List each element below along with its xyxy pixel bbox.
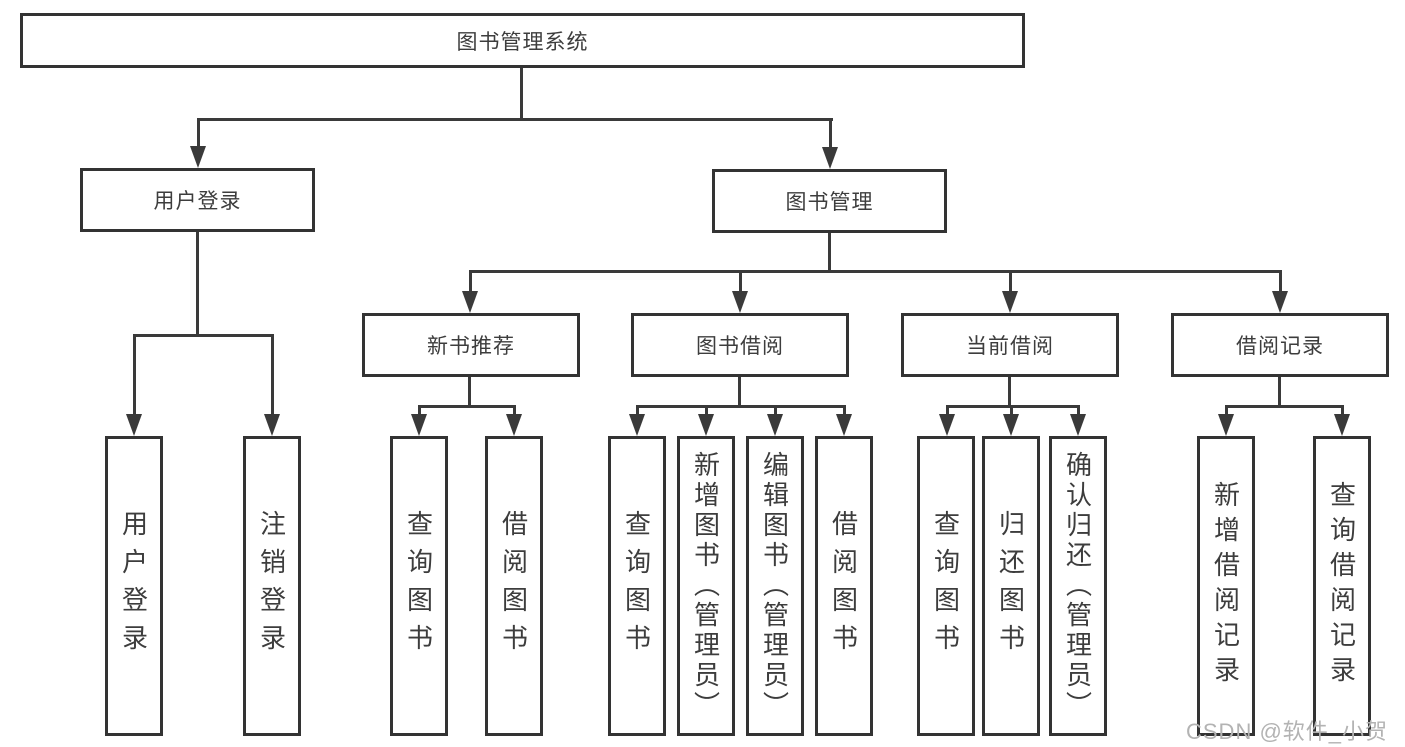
connector-arrow-stem <box>705 405 708 416</box>
connector-arrow-stem <box>1009 270 1012 293</box>
leaf-label: 新增图书（管理员） <box>690 451 721 721</box>
node-label: 图书管理系统 <box>456 30 589 54</box>
connector-arrow-stem <box>197 118 200 148</box>
connector-arrow-stem <box>1077 405 1080 416</box>
connector-arrow-stem <box>774 405 777 416</box>
leaf-return-book: 归还图书 <box>982 436 1040 736</box>
leaf-label: 用户登录 <box>118 510 149 662</box>
connector-arrow-stem <box>133 334 136 416</box>
leaf-borrow-book: 借阅图书 <box>815 436 873 736</box>
leaf-query-book-borrow: 查询图书 <box>608 436 666 736</box>
node-label: 新书推荐 <box>427 335 515 358</box>
connector-line-horizontal <box>133 334 274 337</box>
leaf-label: 归还图书 <box>995 510 1026 662</box>
connector-line-vertical <box>1008 377 1011 407</box>
node-borrow-records: 借阅记录 <box>1171 313 1389 377</box>
leaf-label: 借阅图书 <box>498 510 529 662</box>
arrowhead-down-icon <box>732 291 748 313</box>
arrowhead-down-icon <box>1003 414 1019 436</box>
leaf-logout: 注销登录 <box>243 436 301 736</box>
connector-line-vertical <box>468 377 471 407</box>
leaf-query-book-current: 查询图书 <box>917 436 975 736</box>
connector-line-horizontal <box>946 405 1080 408</box>
leaf-confirm-return-admin: 确认归还（管理员） <box>1049 436 1107 736</box>
connector-arrow-stem <box>1225 405 1228 416</box>
leaf-query-book-rec: 查询图书 <box>390 436 448 736</box>
connector-line-vertical <box>520 68 523 119</box>
arrowhead-down-icon <box>462 291 478 313</box>
arrowhead-down-icon <box>1218 414 1234 436</box>
leaf-label: 注销登录 <box>256 510 287 662</box>
arrowhead-down-icon <box>1002 291 1018 313</box>
connector-line-vertical <box>738 377 741 407</box>
leaf-add-book-admin: 新增图书（管理员） <box>677 436 735 736</box>
connector-arrow-stem <box>829 118 832 149</box>
arrowhead-down-icon <box>506 414 522 436</box>
node-new-book-recommend: 新书推荐 <box>362 313 580 377</box>
leaf-label: 借阅图书 <box>828 510 859 662</box>
node-book-borrowing: 图书借阅 <box>631 313 849 377</box>
node-user-login: 用户登录 <box>80 168 315 232</box>
leaf-query-borrow-record: 查询借阅记录 <box>1313 436 1371 736</box>
leaf-edit-book-admin: 编辑图书（管理员） <box>746 436 804 736</box>
leaf-label: 查询图书 <box>930 510 961 662</box>
leaf-label: 查询借阅记录 <box>1326 481 1357 691</box>
arrowhead-down-icon <box>190 146 206 168</box>
connector-line-horizontal <box>469 270 1282 273</box>
arrowhead-down-icon <box>767 414 783 436</box>
node-current-borrowing: 当前借阅 <box>901 313 1119 377</box>
arrowhead-down-icon <box>126 414 142 436</box>
connector-arrow-stem <box>636 405 639 416</box>
connector-arrow-stem <box>946 405 949 416</box>
connector-line-horizontal <box>636 405 846 408</box>
leaf-label: 编辑图书（管理员） <box>759 451 790 721</box>
connector-arrow-stem <box>1010 405 1013 416</box>
leaf-label: 确认归还（管理员） <box>1062 451 1093 721</box>
arrowhead-down-icon <box>822 147 838 169</box>
node-book-management: 图书管理 <box>712 169 947 233</box>
connector-line-horizontal <box>418 405 516 408</box>
arrowhead-down-icon <box>411 414 427 436</box>
leaf-borrow-book-rec: 借阅图书 <box>485 436 543 736</box>
connector-arrow-stem <box>843 405 846 416</box>
arrowhead-down-icon <box>1334 414 1350 436</box>
connector-arrow-stem <box>418 405 421 416</box>
node-label: 图书管理 <box>785 191 874 214</box>
leaf-label: 查询图书 <box>621 510 652 662</box>
arrowhead-down-icon <box>939 414 955 436</box>
leaf-user-login: 用户登录 <box>105 436 163 736</box>
node-label: 当前借阅 <box>966 335 1054 358</box>
node-label: 借阅记录 <box>1236 335 1324 358</box>
node-label: 用户登录 <box>153 190 242 213</box>
arrowhead-down-icon <box>1070 414 1086 436</box>
arrowhead-down-icon <box>1272 291 1288 313</box>
node-root-library-system: 图书管理系统 <box>20 13 1025 68</box>
connector-line-horizontal <box>1225 405 1344 408</box>
arrowhead-down-icon <box>698 414 714 436</box>
watermark: CSDN @软件_小贺同学 <box>1186 719 1389 744</box>
arrowhead-down-icon <box>629 414 645 436</box>
connector-arrow-stem <box>739 270 742 293</box>
connector-arrow-stem <box>469 270 472 293</box>
arrowhead-down-icon <box>836 414 852 436</box>
connector-arrow-stem <box>1279 270 1282 293</box>
node-label: 图书借阅 <box>696 335 784 358</box>
connector-line-vertical <box>828 233 831 272</box>
leaf-label: 查询图书 <box>403 510 434 662</box>
leaf-label: 新增借阅记录 <box>1210 481 1241 691</box>
connector-arrow-stem <box>1341 405 1344 416</box>
connector-line-horizontal <box>197 118 833 121</box>
connector-line-vertical <box>1278 377 1281 407</box>
arrowhead-down-icon <box>264 414 280 436</box>
connector-line-vertical <box>196 232 199 336</box>
connector-arrow-stem <box>271 334 274 416</box>
leaf-add-borrow-record: 新增借阅记录 <box>1197 436 1255 736</box>
connector-arrow-stem <box>513 405 516 416</box>
